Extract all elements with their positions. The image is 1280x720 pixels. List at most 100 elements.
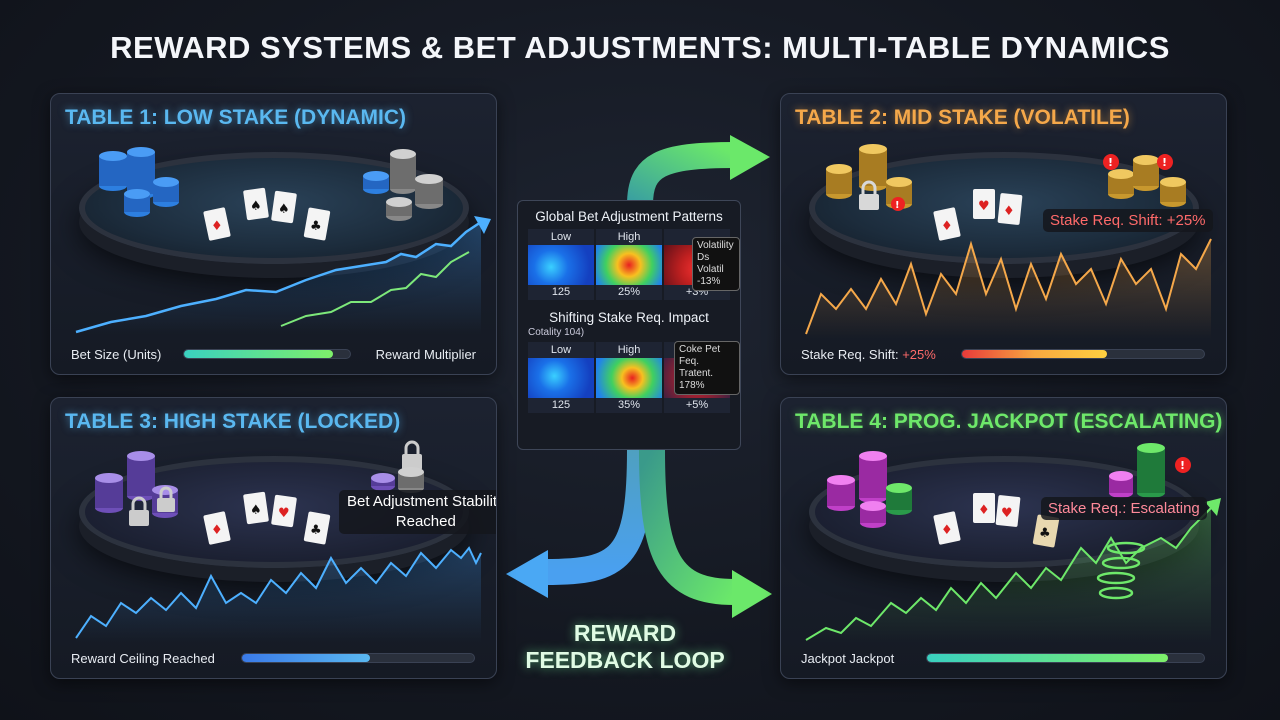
heatmap-label: High [596,229,662,245]
silver-chip-stack-icon [363,149,443,221]
table-1-footer-right: Reward Multiplier [375,347,476,362]
playing-cards-icon: ♦ ♥ ♦ [933,189,1023,241]
stability-callout: Bet Adjustment Stability Reached [339,490,497,534]
arrow-to-table4 [639,449,736,605]
heatmap-value: 25% [596,285,662,300]
lock-icon [402,440,422,470]
page-title: REWARD SYSTEMS & BET ADJUSTMENTS: MULTI-… [110,30,1170,65]
stake-tooltip: Coke Pet Feq. Tratent. 178% [674,341,740,395]
svg-text:♠: ♠ [278,202,290,217]
loop-line-1: REWARD [573,620,677,646]
stake-impact-heading: Shifting Stake Req. Impact [549,310,709,325]
heatmap-value: 125 [528,398,594,413]
svg-text:♦: ♦ [978,503,990,518]
table-4-panel: ! ♦ ♦ ♥ ♣ TABLE 4: PROG. JACKPOT (ESCALA… [780,397,1227,679]
arrow-to-table3 [544,449,653,585]
heatmap-label: High [596,342,662,358]
arrow-to-table2 [627,142,736,206]
heatmap-label: Low [528,229,594,245]
table-2-graphics: ! ! ! ♦ ♥ ♦ [805,144,1212,339]
playing-cards-icon: ♦ ♠ ♠ ♣ [203,187,331,241]
lock-icon [129,496,149,526]
stability-callout-line1: Bet Adjustment Stability [347,493,497,510]
tooltip-line: Volatil -13% [697,264,724,287]
svg-text:♦: ♦ [941,219,953,234]
table-2-progress-bar [961,349,1205,359]
svg-text:♥: ♥ [1001,506,1013,521]
table-2-footer-label: Stake Req. Shift: +25% [801,347,936,362]
svg-text:♥: ♥ [978,199,990,214]
magenta-chip-stack-icon [827,451,912,528]
svg-text:♠: ♠ [250,503,262,518]
orange-volatility-line [805,238,1212,335]
green-trend-line [280,251,470,327]
stake-shift-callout: Stake Req. Shift: +25% [1043,209,1213,232]
table-4-graphics: ! ♦ ♦ ♥ ♣ [805,443,1221,643]
table-3-progress-bar [241,653,475,663]
green-chip-stack-icon [1109,443,1165,498]
svg-text:♣: ♣ [310,523,322,538]
svg-text:!: ! [1180,459,1185,472]
table-3-footer-label: Reward Ceiling Reached [71,651,215,666]
global-patterns-panel: Global Bet Adjustment Patterns Low 125 Hi… [517,200,741,450]
table-3-panel: ♦ ♠ ♥ ♣ TABLE 3: HIGH STAKE (LOCKED) Bet… [50,397,497,679]
svg-text:♠: ♠ [250,199,262,214]
lock-icon [859,180,879,210]
heatmap-value: 125 [528,285,594,300]
global-patterns-heading: Global Bet Adjustment Patterns [535,209,723,224]
escalating-callout: Stake Req.: Escalating [1041,497,1207,520]
svg-text:♦: ♦ [941,523,953,538]
arrow-up-icon [474,216,491,234]
table-2-panel: ! ! ! ♦ ♥ ♦ TABLE 2: MID STAKE (VOLATILE… [780,93,1227,375]
stake-impact-subnote: Cotality 104) [528,327,585,338]
arrow-up-icon [1205,498,1221,516]
table-1-title: TABLE 1: LOW STAKE (DYNAMIC) [65,106,407,129]
heatmap-value: +5% [664,398,730,413]
heatmap-high [596,358,662,398]
svg-text:!: ! [895,200,900,211]
table-1-footer-label: Bet Size (Units) [71,347,162,362]
alert-icon: ! [1103,154,1119,170]
svg-text:♦: ♦ [1003,204,1015,219]
tooltip-line: Tratent. 178% [679,368,714,391]
svg-text:♥: ♥ [278,506,290,521]
blue-stability-line [75,546,482,639]
tooltip-line: Volatility Ds [697,240,734,263]
green-jackpot-line [805,507,1212,641]
alert-icon: ! [1157,154,1173,170]
blue-area [76,222,481,334]
playing-cards-icon: ♦ ♠ ♥ ♣ [203,491,331,545]
heatmap-low [528,358,594,398]
blue-trend-line [75,220,482,334]
heatmap-low [528,245,594,285]
volatility-tooltip: Volatility Ds Volatil -13% [692,237,740,291]
playing-cards-icon: ♦ ♦ ♥ ♣ [933,493,1060,548]
svg-text:♦: ♦ [211,219,223,234]
svg-text:!: ! [1108,156,1113,169]
svg-text:♣: ♣ [1039,526,1051,541]
loop-line-2: FEEDBACK LOOP [525,647,725,673]
blue-chip-stack-icon [99,147,179,217]
heatmap-value: 35% [596,398,662,413]
lock-icon [157,486,175,512]
footer-label: Stake Req. Shift: [801,347,899,362]
table-4-footer-label: Jackpot Jackpot [801,651,895,666]
table-3-graphics: ♦ ♠ ♥ ♣ [75,440,482,643]
table-1-progress-bar [183,349,351,359]
table-2-title: TABLE 2: MID STAKE (VOLATILE) [795,106,1130,129]
stability-callout-line2: Reached [395,513,456,530]
svg-text:♣: ♣ [310,219,322,234]
table-4-progress-bar [926,653,1205,663]
alert-icon: ! [891,197,905,211]
svg-text:!: ! [1162,156,1167,169]
alert-icon: ! [1175,457,1191,473]
table-1-panel: ♦ ♠ ♠ ♣ TABLE 1: LOW STAKE (DYNAMIC) Bet… [50,93,497,375]
heatmap-label: Low [528,342,594,358]
reward-feedback-loop-label: REWARD FEEDBACK LOOP [505,620,745,674]
tooltip-line: Coke Pet Feq. [679,344,721,367]
table-3-title: TABLE 3: HIGH STAKE (LOCKED) [65,410,401,433]
gold-chip-stack-icon [826,144,1186,209]
heatmap-high [596,245,662,285]
table-1-graphics: ♦ ♠ ♠ ♣ [75,147,491,334]
